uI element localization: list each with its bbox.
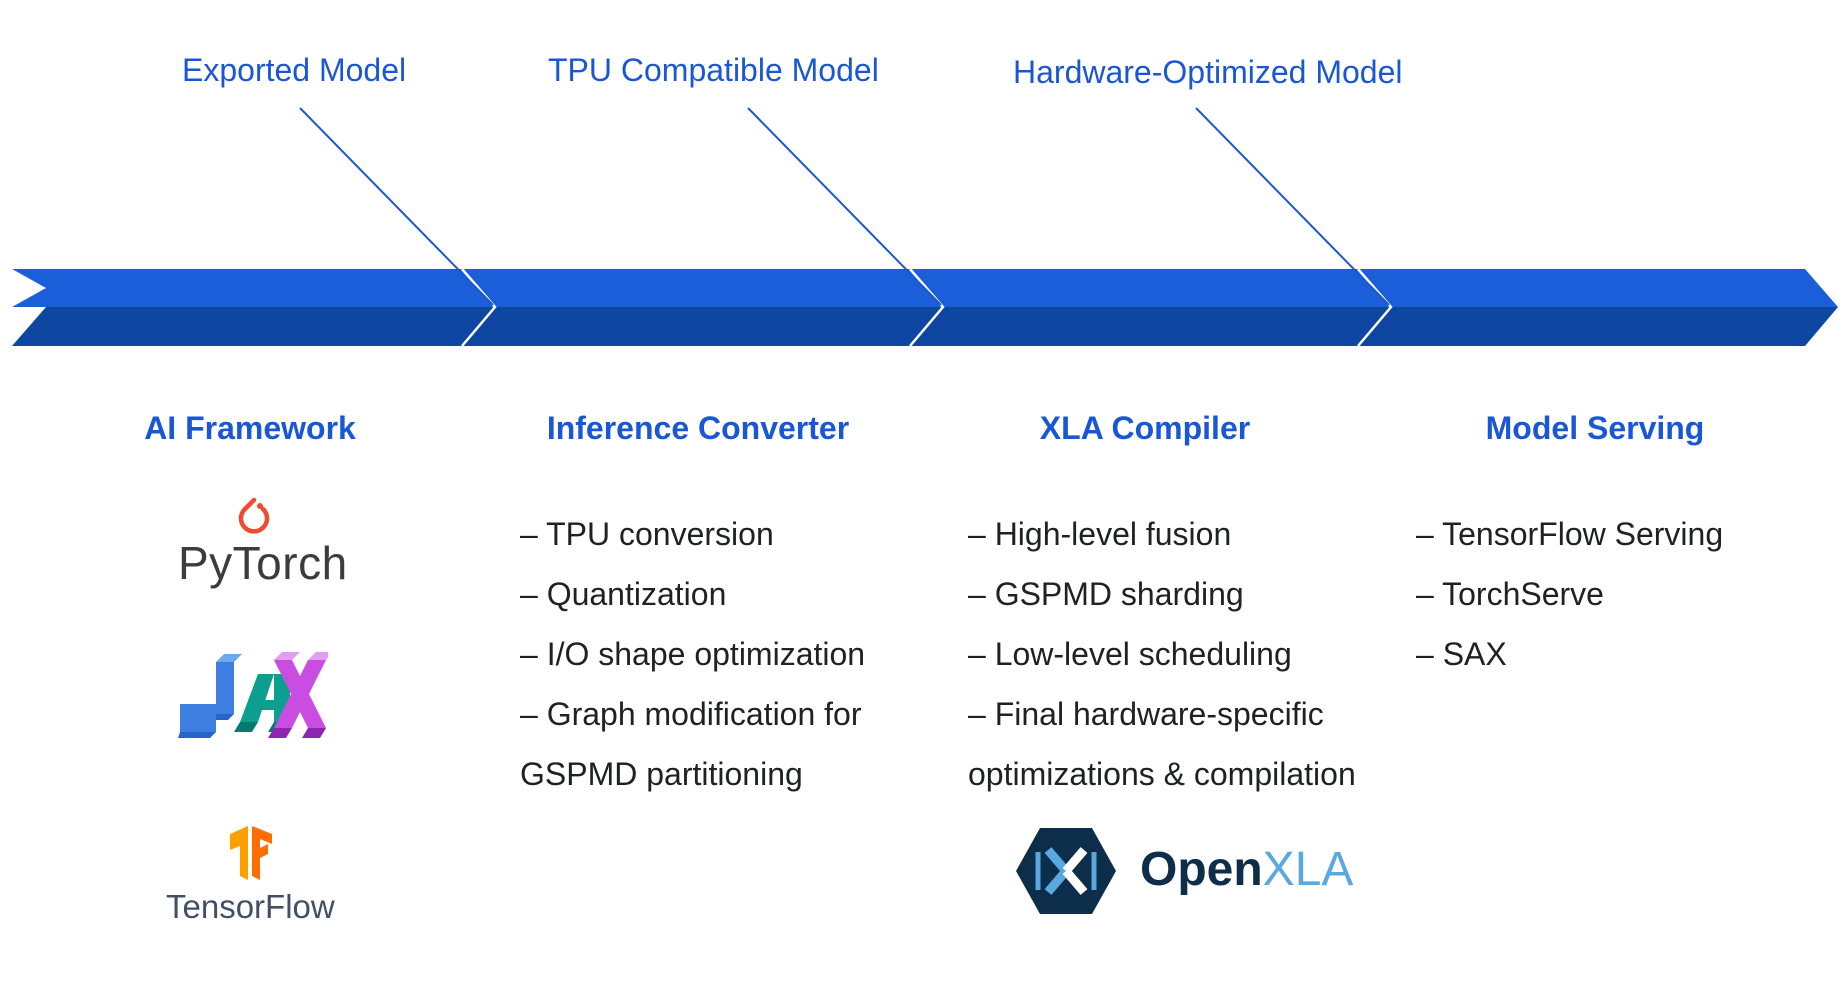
pytorch-logo: PyTorch bbox=[170, 496, 347, 596]
inference-converter-steps: – TPU conversion – Quantization – I/O sh… bbox=[520, 504, 865, 804]
openxla-hexagon-icon bbox=[1016, 828, 1116, 914]
tensorflow-logo-icon bbox=[230, 826, 272, 880]
list-item: GSPMD partitioning bbox=[520, 756, 803, 792]
callout-line-exported-model bbox=[299, 107, 494, 306]
list-item: – Graph modification for bbox=[520, 696, 862, 732]
list-item: – Final hardware-specific bbox=[968, 696, 1324, 732]
pytorch-wordmark: PyTorch bbox=[178, 537, 348, 589]
pytorch-flame-icon bbox=[238, 497, 270, 534]
tensorflow-logo: TensorFlow bbox=[158, 826, 358, 936]
stage-heading-ai-framework: AI Framework bbox=[144, 410, 356, 446]
jax-logo-icon bbox=[178, 652, 328, 738]
openxla-wordmark-open: Open bbox=[1140, 843, 1263, 896]
openxla-wordmark-xla: XLA bbox=[1262, 843, 1354, 896]
list-item: – TPU conversion bbox=[520, 516, 774, 552]
callout-hardware-optimized-model: Hardware-Optimized Model bbox=[1013, 54, 1403, 90]
openxla-wordmark: OpenXLA bbox=[1140, 842, 1353, 897]
stage-heading-inference-converter: Inference Converter bbox=[546, 410, 850, 446]
list-item: optimizations & compilation bbox=[968, 756, 1356, 792]
list-item: – TensorFlow Serving bbox=[1416, 516, 1724, 552]
segment-separator-3 bbox=[1357, 268, 1393, 347]
callout-line-hardware-optimized-model bbox=[1195, 107, 1390, 306]
tensorflow-wordmark: TensorFlow bbox=[166, 888, 335, 925]
list-item: – Quantization bbox=[520, 576, 727, 612]
xla-compiler-steps: – High-level fusion – GSPMD sharding – L… bbox=[968, 504, 1356, 804]
list-item: – SAX bbox=[1416, 636, 1507, 672]
segment-separator-2 bbox=[909, 268, 945, 347]
stage-heading-xla-compiler: XLA Compiler bbox=[1039, 410, 1251, 446]
stage-heading-model-serving: Model Serving bbox=[1485, 410, 1705, 446]
openxla-logo: OpenXLA bbox=[1014, 826, 1354, 916]
callout-tpu-compatible-model: TPU Compatible Model bbox=[548, 52, 879, 88]
list-item: – TorchServe bbox=[1416, 576, 1604, 612]
callout-exported-model: Exported Model bbox=[182, 52, 407, 88]
list-item: – High-level fusion bbox=[968, 516, 1232, 552]
model-serving-options: – TensorFlow Serving – TorchServe – SAX bbox=[1416, 504, 1723, 684]
list-item: – Low-level scheduling bbox=[968, 636, 1292, 672]
segment-separator-1 bbox=[461, 268, 497, 347]
list-item: – I/O shape optimization bbox=[520, 636, 866, 672]
callout-line-tpu-compatible-model bbox=[747, 107, 942, 306]
list-item: – GSPMD sharding bbox=[968, 576, 1244, 612]
